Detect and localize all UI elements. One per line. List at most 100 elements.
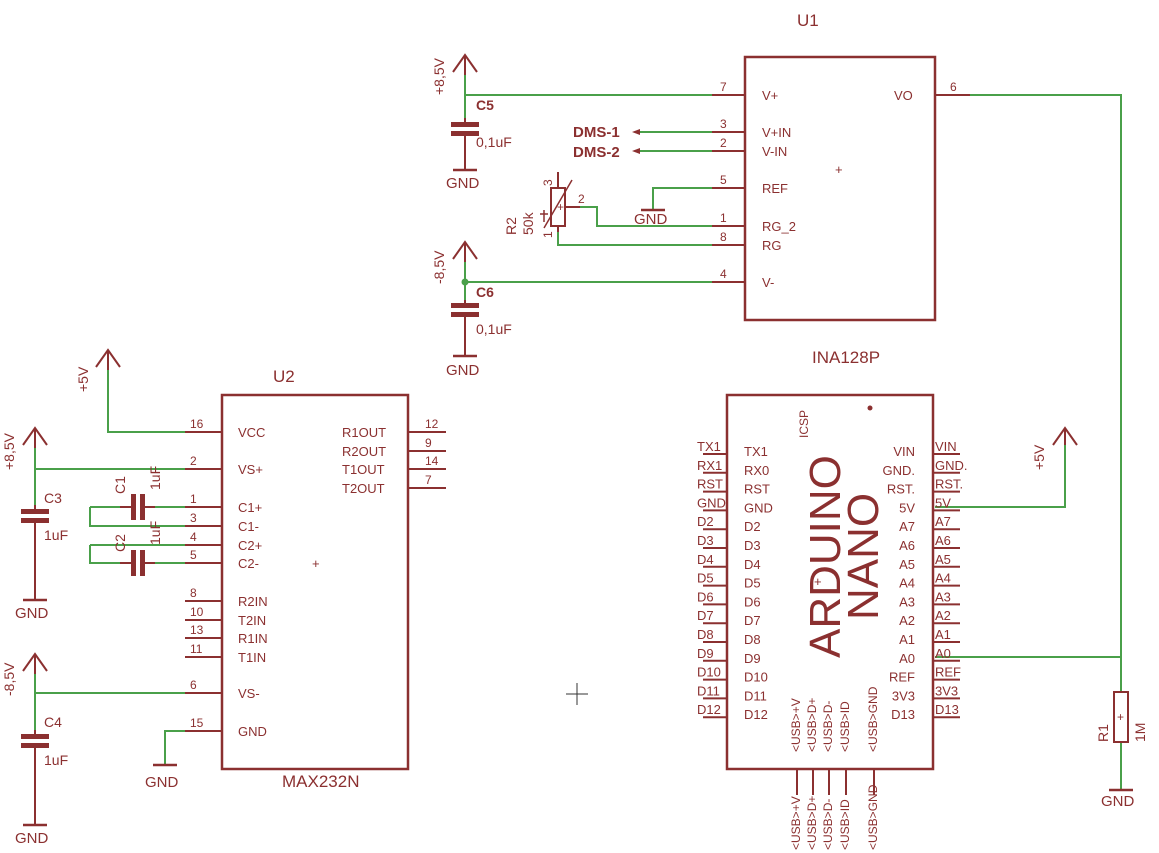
nano-right-pin-label: A1	[899, 632, 915, 647]
nano-left-pin-name: D11	[697, 683, 720, 698]
capacitor-c3[interactable]: C3 1uF	[21, 490, 68, 600]
svg-text:-8,5V: -8,5V	[1, 662, 17, 696]
u1-value: INA128P	[812, 348, 880, 367]
net-dms1: DMS-1	[573, 124, 640, 141]
svg-text:DMS-2: DMS-2	[573, 144, 620, 161]
nano-right-pin-label: A6	[899, 538, 915, 553]
nano-right-pin-label: A7	[899, 519, 915, 534]
icsp-dot	[867, 405, 873, 411]
nano-right-pin-label: A5	[899, 557, 915, 572]
supply-m85-c4: -8,5V	[1, 652, 48, 696]
u2-pin-label: T2IN	[238, 613, 266, 628]
nano-right-pin-label: VIN	[893, 444, 915, 459]
supply-p85-c3: +8,5V	[1, 426, 48, 470]
capacitor-c1[interactable]: C1 1uF	[112, 466, 163, 520]
supply-p85-top: +8,5V	[431, 53, 478, 95]
svg-text:1: 1	[541, 231, 555, 238]
capacitor-c6[interactable]: C6 0,1uF	[451, 284, 512, 356]
nano-usb-outer-label: <USB>D+	[805, 796, 819, 850]
capacitor-c5[interactable]: C5 0,1uF	[451, 97, 512, 170]
nano-right-pin-label: A4	[899, 576, 915, 591]
u2-max232n[interactable]: U2 MAX232N + 16VCC2VS+1C1+3C1-4C2+5C2-8R…	[185, 367, 446, 791]
nano-right-pins: VINVINGND.GND.RST.RST.5V5VA7A7A6A6A5A5A4…	[883, 439, 968, 722]
u1-pin-number: 4	[720, 267, 727, 281]
nano-left-pin-label: D6	[744, 594, 761, 609]
u1-pin-number: 1	[720, 211, 727, 225]
u2-pin-label: GND	[238, 724, 267, 739]
nano-right-pin-name: REF	[935, 665, 961, 680]
u1-pin-label: RG_2	[762, 219, 796, 234]
svg-text:GND: GND	[446, 175, 480, 192]
nano-icsp-label: ICSP	[797, 410, 811, 438]
nano-left-pin-label: D3	[744, 538, 761, 553]
svg-text:R2: R2	[503, 217, 519, 235]
capacitor-c2[interactable]: C2 1uF	[112, 521, 163, 576]
nano-right-pin-name: A1	[935, 627, 951, 642]
nano-right-pin-label: A0	[899, 651, 915, 666]
nano-left-pin-label: RST	[744, 482, 770, 497]
nano-left-pin-label: D8	[744, 632, 761, 647]
supply-p5-nano: +5V	[1031, 426, 1078, 470]
svg-text:2: 2	[578, 192, 585, 206]
u1-pin-label: RG	[762, 238, 782, 253]
u1-ina128p[interactable]: U1 INA128P + 7V+3V+IN2V-IN5REF1RG_28RG4V…	[712, 11, 970, 367]
u2-pin-label: R1OUT	[342, 425, 386, 440]
u2-pin-label: C2+	[238, 538, 262, 553]
origin-cross: +	[835, 162, 843, 177]
u2-pin-number: 3	[190, 511, 197, 525]
nano-usb-outer-label: <USB>GND	[866, 784, 880, 850]
u2-pin-number: 6	[190, 678, 197, 692]
svg-text:+: +	[557, 200, 564, 214]
u2-pin-number: 12	[425, 417, 439, 431]
u2-pin-label: T1IN	[238, 650, 266, 665]
gnd-c6: GND	[446, 354, 480, 379]
u2-pin-label: VCC	[238, 425, 265, 440]
nano-left-pin-label: D2	[744, 519, 761, 534]
nano-right-pin-label: 3V3	[892, 688, 915, 703]
svg-text:+: +	[1117, 710, 1124, 724]
nano-right-pin-label: GND.	[883, 463, 916, 478]
origin-cross: +	[814, 574, 822, 589]
gnd-r1: GND	[1101, 788, 1135, 810]
nano-usb-inner-label: <USB>ID	[838, 701, 852, 752]
u2-pin-number: 5	[190, 548, 197, 562]
u1-pin-label: V+	[762, 88, 778, 103]
junction-dot	[461, 278, 469, 286]
nano-right-pin-label: RST.	[887, 482, 915, 497]
u2-pin-label: C2-	[238, 556, 259, 571]
u2-pin-label: R2OUT	[342, 444, 386, 459]
nano-left-pin-name: D5	[697, 571, 714, 586]
svg-text:R1: R1	[1095, 724, 1111, 742]
nano-right-pin-name: A6	[935, 533, 951, 548]
u2-pin-label: R2IN	[238, 594, 268, 609]
nano-right-pin-name: GND.	[935, 458, 968, 473]
u1-pin-number: 8	[720, 230, 727, 244]
nano-left-pin-label: D5	[744, 576, 761, 591]
nano-right-pin-label: REF	[889, 670, 915, 685]
svg-text:1uF: 1uF	[147, 466, 163, 490]
u2-pin-number: 15	[190, 716, 204, 730]
u2-pin-number: 1	[190, 492, 197, 506]
u2-value: MAX232N	[282, 772, 359, 791]
u1-name: U1	[797, 11, 819, 30]
nano-left-pin-name: GND	[697, 495, 726, 510]
nano-left-pin-label: GND	[744, 500, 773, 515]
u1-pin-number: 3	[720, 117, 727, 131]
nano-usb-inner-label: <USB>D+	[805, 698, 819, 752]
u1-pin-number: 5	[720, 173, 727, 187]
svg-text:+8,5V: +8,5V	[1, 432, 17, 470]
potentiometer-r2[interactable]: + 3 2 1 R2 50k	[503, 172, 585, 238]
nano-right-pin-name: A7	[935, 514, 951, 529]
svg-text:-8,5V: -8,5V	[431, 250, 447, 284]
u2-pin-label: VS+	[238, 462, 263, 477]
resistor-r1[interactable]: + R1 1M	[1095, 691, 1148, 743]
nano-right-pin-name: VIN	[935, 439, 957, 454]
svg-text:1uF: 1uF	[44, 527, 68, 543]
nano-left-pin-name: D8	[697, 627, 714, 642]
u2-pin-number: 7	[425, 473, 432, 487]
capacitor-c4[interactable]: C4 1uF	[21, 714, 68, 825]
